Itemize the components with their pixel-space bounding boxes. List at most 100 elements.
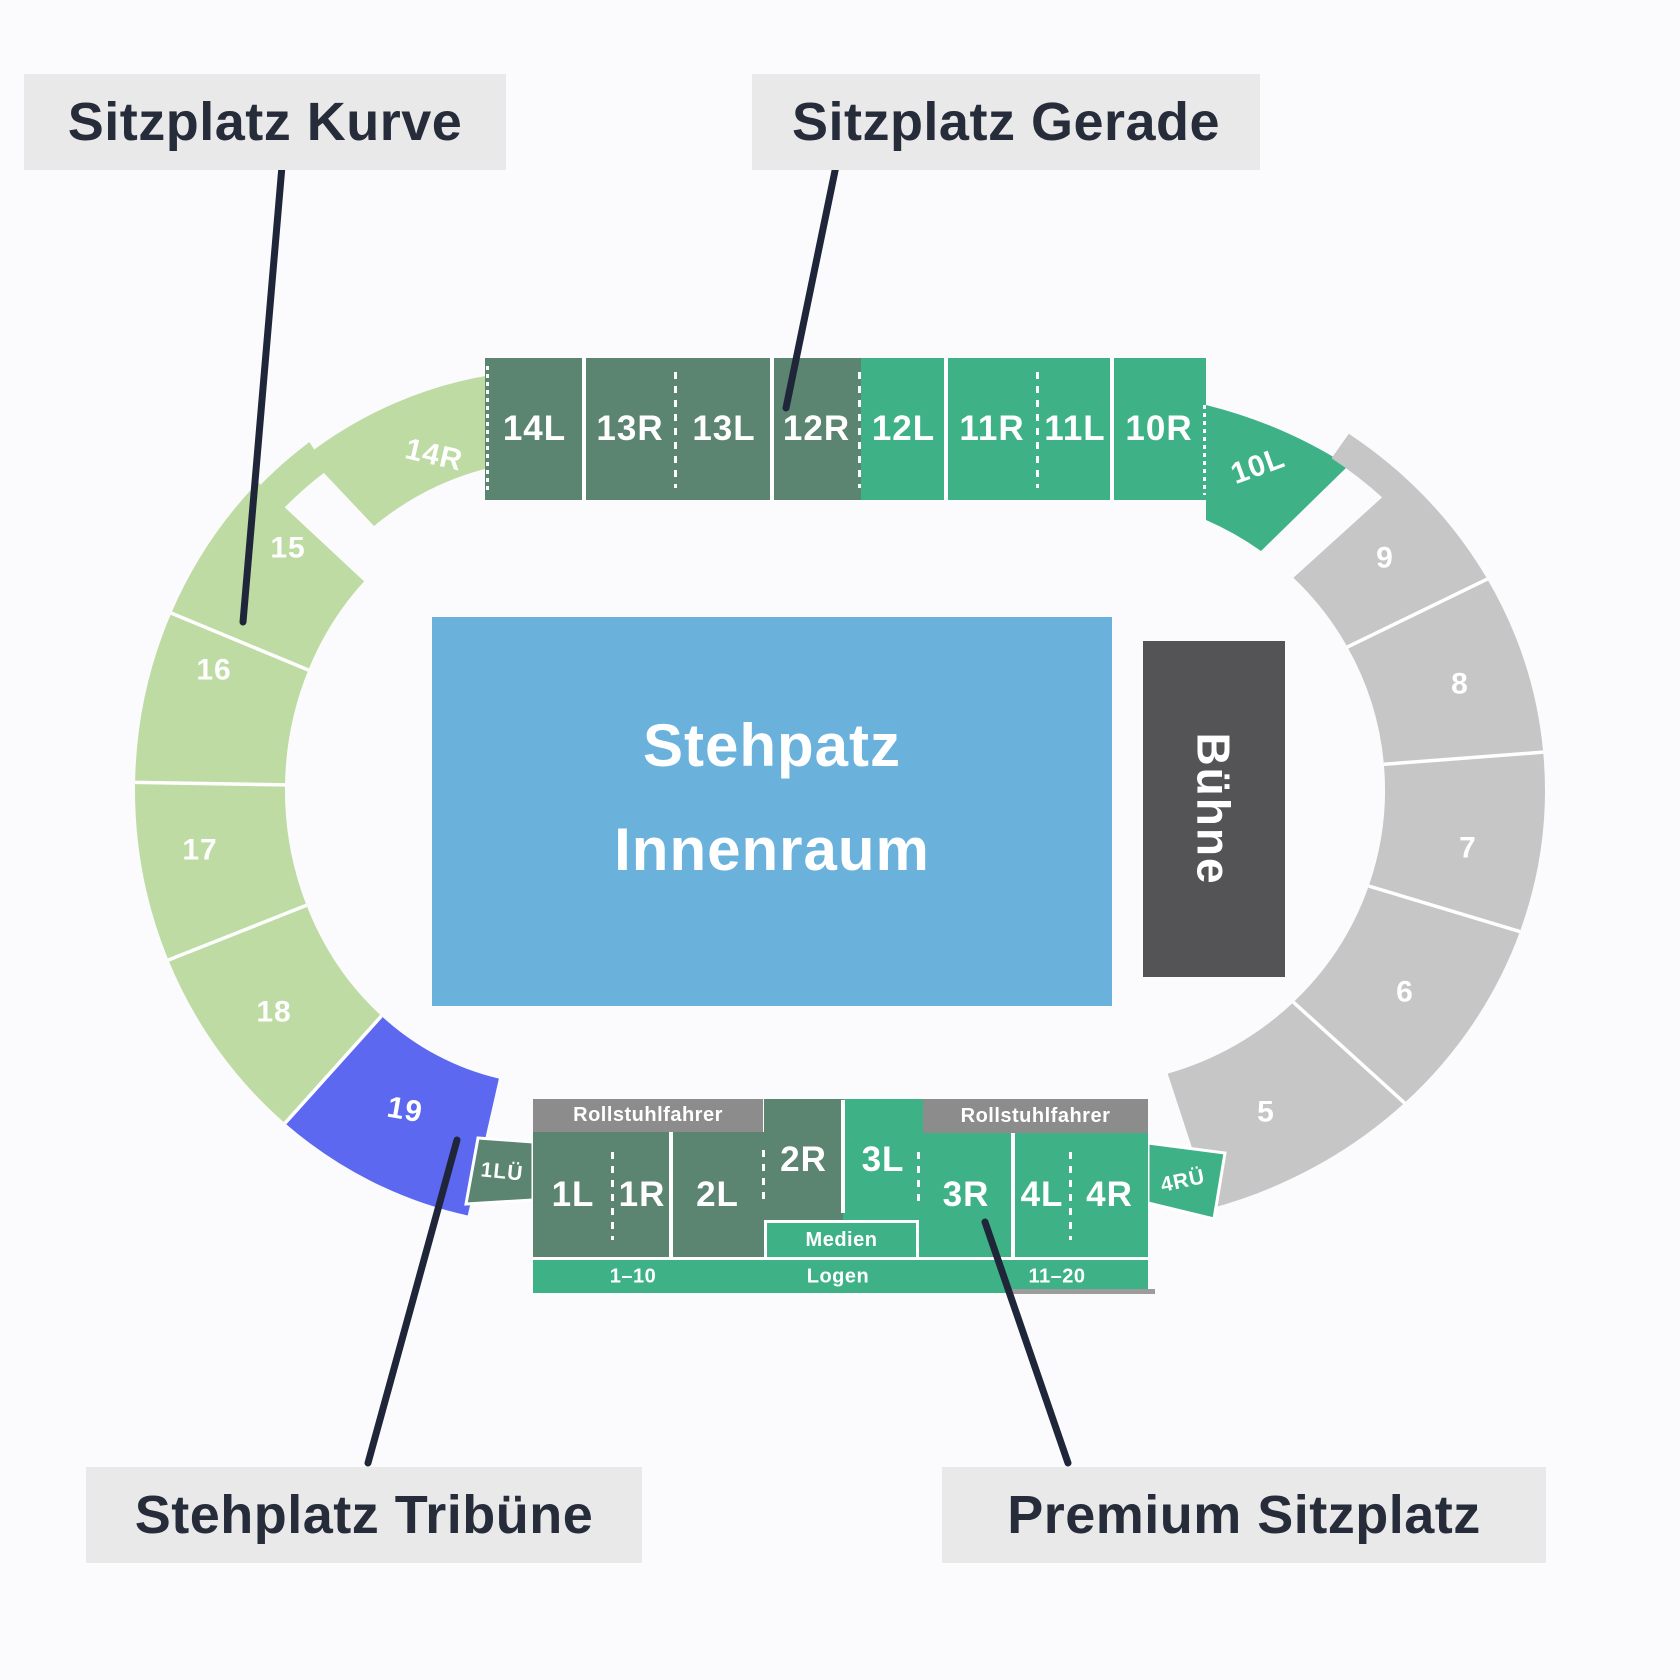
divider-12R-12L bbox=[858, 372, 861, 488]
divider-6-5 bbox=[1292, 1000, 1406, 1105]
divider-15-16 bbox=[170, 611, 309, 672]
divider-3L-3R bbox=[917, 1152, 920, 1202]
section-7-label: 7 bbox=[1459, 832, 1477, 865]
section-16[interactable] bbox=[135, 613, 309, 785]
legend-sitzplatz-kurve-text: Sitzplatz Kurve bbox=[67, 92, 463, 152]
divider-14L-13R bbox=[582, 358, 586, 500]
section-6-label: 6 bbox=[1396, 976, 1414, 1009]
section-4RUE[interactable] bbox=[1146, 1141, 1227, 1221]
section-11L[interactable]: 11L bbox=[1038, 358, 1112, 500]
section-18[interactable] bbox=[168, 905, 382, 1124]
section-1LUE-label: 1LÜ bbox=[480, 1158, 525, 1185]
section-16-label: 16 bbox=[196, 654, 231, 687]
legend-premium-sitzplatz-text: Premium Sitzplatz bbox=[1007, 1485, 1481, 1545]
section-13R[interactable]: 13R bbox=[584, 358, 676, 500]
section-1L-label: 1L bbox=[551, 1174, 595, 1214]
section-10R-label: 10R bbox=[1125, 409, 1193, 448]
section-5-label: 5 bbox=[1257, 1096, 1275, 1129]
section-1R-label: 1R bbox=[618, 1174, 666, 1214]
section-3R[interactable]: 3R bbox=[919, 1133, 1013, 1257]
curve-right-rim bbox=[1331, 433, 1405, 499]
stage-buehne-label: Bühne bbox=[1188, 732, 1241, 886]
bar-logen-11-20-label: 11–20 bbox=[1028, 1265, 1086, 1287]
bar-rollstuhlfahrer-right-label: Rollstuhlfahrer bbox=[960, 1104, 1111, 1127]
section-9-label: 9 bbox=[1376, 542, 1394, 575]
section-17-label: 17 bbox=[182, 834, 217, 867]
section-12R-label: 12R bbox=[782, 409, 851, 448]
divider-10R-10L-zigzag bbox=[1203, 405, 1206, 495]
innenraum-label-line2: Innenraum bbox=[614, 815, 930, 883]
logen-strip-underline bbox=[1010, 1289, 1155, 1294]
bar-rollstuhlfahrer-right[interactable]: Rollstuhlfahrer bbox=[923, 1099, 1148, 1133]
section-13L-label: 13L bbox=[692, 409, 756, 448]
legend-premium-sitzplatz: Premium Sitzplatz bbox=[942, 1467, 1546, 1563]
section-4R-label: 4R bbox=[1086, 1175, 1133, 1214]
legend-sitzplatz-gerade-text: Sitzplatz Gerade bbox=[791, 92, 1221, 152]
section-19-label: 19 bbox=[385, 1091, 426, 1130]
section-2R[interactable]: 2R bbox=[764, 1099, 843, 1220]
stage-buehne: Bühne bbox=[1143, 641, 1285, 977]
divider-9-8 bbox=[1346, 577, 1489, 649]
innenraum-label-line1: Stehpatz bbox=[642, 712, 902, 780]
divider-2L-2R bbox=[762, 1150, 765, 1202]
divider-17-18 bbox=[167, 903, 308, 962]
section-3R-label: 3R bbox=[942, 1175, 990, 1214]
section-8[interactable] bbox=[1347, 579, 1544, 765]
section-11R[interactable]: 11R bbox=[946, 358, 1038, 500]
section-10R[interactable]: 10R bbox=[1112, 358, 1206, 500]
divider-8-7 bbox=[1383, 750, 1544, 767]
section-14L-label: 14L bbox=[502, 409, 567, 448]
section-1L[interactable]: 1L bbox=[533, 1132, 613, 1257]
section-12L[interactable]: 12L bbox=[861, 358, 946, 500]
legend-sitzplatz-kurve: Sitzplatz Kurve bbox=[24, 74, 506, 170]
divider-3R-4L bbox=[1011, 1133, 1015, 1257]
section-14L[interactable]: 14L bbox=[485, 358, 584, 500]
bar-logen-1-10-label: 1–10 bbox=[609, 1265, 657, 1287]
section-3L-label: 3L bbox=[861, 1139, 905, 1179]
legend-stehplatz-tribuene: Stehplatz Tribüne bbox=[86, 1467, 642, 1563]
bar-rollstuhlfahrer-left[interactable]: Rollstuhlfahrer bbox=[533, 1099, 763, 1132]
section-13R-label: 13R bbox=[596, 409, 664, 448]
section-6[interactable] bbox=[1293, 886, 1520, 1103]
section-11R-label: 11R bbox=[959, 409, 1025, 448]
divider-4L-4R bbox=[1069, 1152, 1072, 1240]
bar-logen-label: Logen bbox=[806, 1265, 870, 1287]
bar-medien-label: Medien bbox=[805, 1228, 878, 1251]
section-4R[interactable]: 4R bbox=[1071, 1133, 1148, 1257]
section-17[interactable] bbox=[135, 782, 307, 960]
divider-14R-14L-zigzag bbox=[486, 366, 489, 494]
section-3L[interactable]: 3L bbox=[843, 1099, 923, 1220]
section-stehplatz-innenraum[interactable]: Stehpatz Innenraum bbox=[432, 617, 1112, 1006]
section-8-label: 8 bbox=[1451, 668, 1469, 701]
section-10L[interactable] bbox=[1206, 405, 1348, 551]
divider-11R-11L bbox=[1036, 372, 1039, 488]
section-1R[interactable]: 1R bbox=[613, 1132, 671, 1257]
section-5[interactable] bbox=[1167, 1002, 1405, 1209]
legend-stehplatz-tribuene-text: Stehplatz Tribüne bbox=[134, 1485, 594, 1545]
divider-11L-10R bbox=[1110, 358, 1114, 500]
section-9[interactable] bbox=[1293, 477, 1488, 647]
divider-16-17 bbox=[135, 780, 286, 787]
section-13L[interactable]: 13L bbox=[676, 358, 772, 500]
section-14R[interactable] bbox=[307, 375, 508, 526]
section-2L[interactable]: 2L bbox=[671, 1132, 764, 1257]
legend-sitzplatz-gerade: Sitzplatz Gerade bbox=[752, 74, 1260, 170]
section-18-label: 18 bbox=[256, 996, 291, 1029]
section-15-label: 15 bbox=[270, 532, 305, 565]
divider-2R-3L bbox=[841, 1100, 845, 1213]
section-12R[interactable]: 12R bbox=[772, 358, 861, 500]
divider-13R-13L bbox=[674, 372, 677, 488]
section-4L[interactable]: 4L bbox=[1013, 1133, 1071, 1257]
section-7[interactable] bbox=[1368, 752, 1545, 932]
bar-medien[interactable]: Medien bbox=[764, 1220, 919, 1257]
bar-rollstuhlfahrer-left-label: Rollstuhlfahrer bbox=[573, 1104, 723, 1126]
section-2L-label: 2L bbox=[696, 1174, 739, 1214]
section-11L-label: 11L bbox=[1044, 409, 1106, 448]
divider-1L-1R bbox=[611, 1152, 614, 1240]
divider-18-19 bbox=[283, 1014, 383, 1125]
bar-logen-strip[interactable]: 1–10 Logen 11–20 bbox=[533, 1257, 1148, 1293]
divider-7-6 bbox=[1368, 884, 1521, 934]
divider-1R-2L bbox=[669, 1132, 673, 1257]
